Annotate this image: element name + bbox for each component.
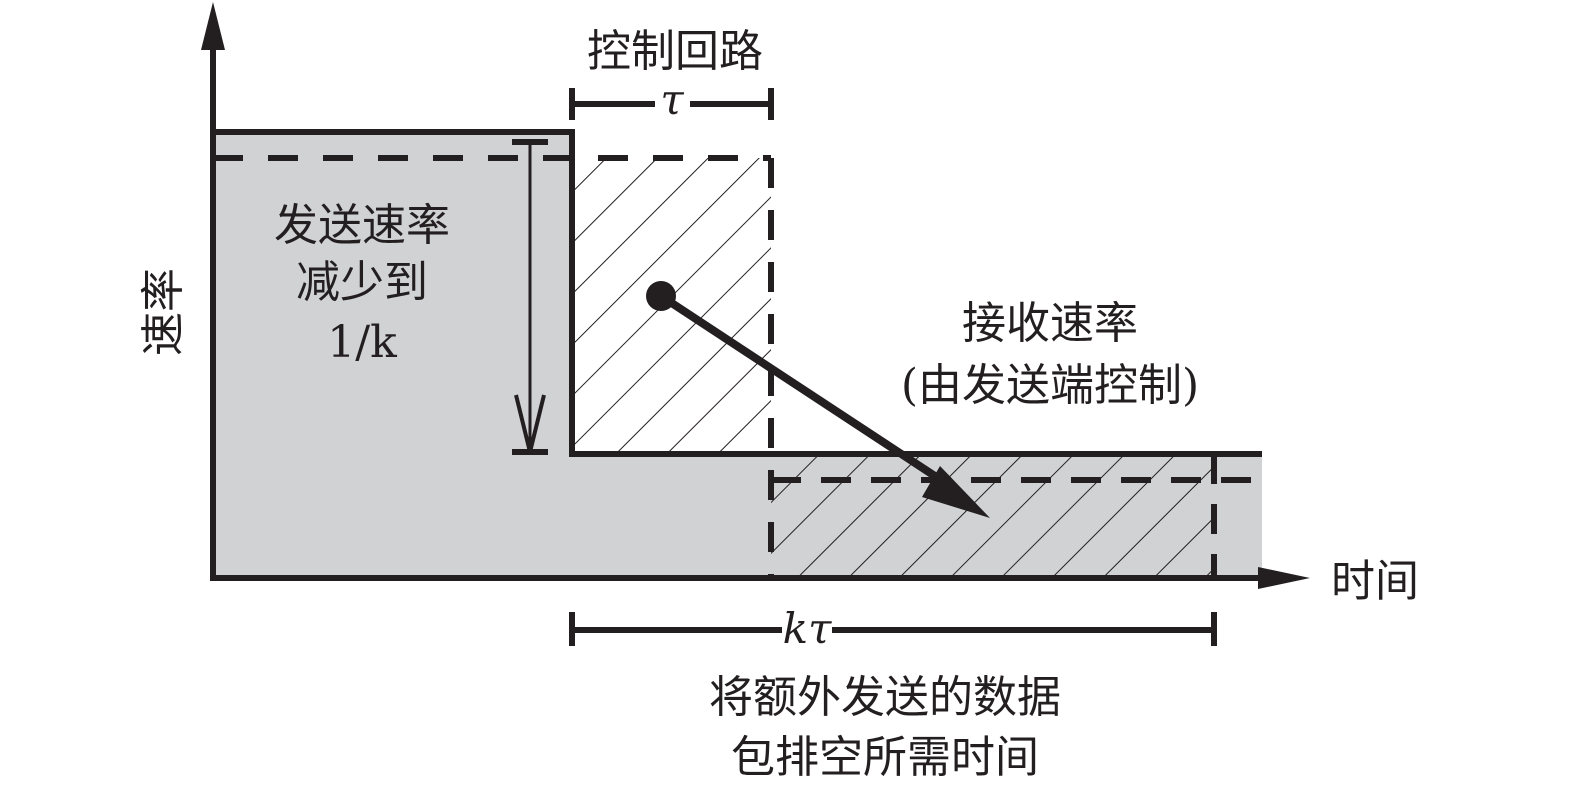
control-loop-label: 控制回路	[587, 26, 763, 77]
transfer-arrow-shaft	[658, 292, 953, 490]
send-rate-label-line2: 减少到	[296, 257, 428, 308]
send-rate-label-line3: 1/k	[327, 317, 397, 368]
y-axis-label: 速率	[138, 268, 189, 356]
drain-excess-region	[771, 454, 1214, 578]
receive-rate-label-line1: 接收速率	[962, 298, 1138, 349]
y-axis-arrow-icon	[201, 2, 225, 50]
drain-time-label-line2: 包排空所需时间	[731, 732, 1039, 783]
tau-label: τ	[660, 75, 684, 124]
x-axis-label: 时间	[1331, 556, 1419, 607]
ktau-label: kτ	[783, 604, 832, 653]
rate-curve	[213, 129, 1262, 457]
x-axis-arrow-icon	[1258, 567, 1310, 589]
transfer-arrowhead-icon	[922, 466, 990, 518]
send-rate-label-line1: 发送速率	[274, 200, 450, 251]
receive-rate-label-line2: (由发送端控制)	[901, 360, 1199, 411]
drain-time-label-line1: 将额外发送的数据	[709, 672, 1061, 723]
